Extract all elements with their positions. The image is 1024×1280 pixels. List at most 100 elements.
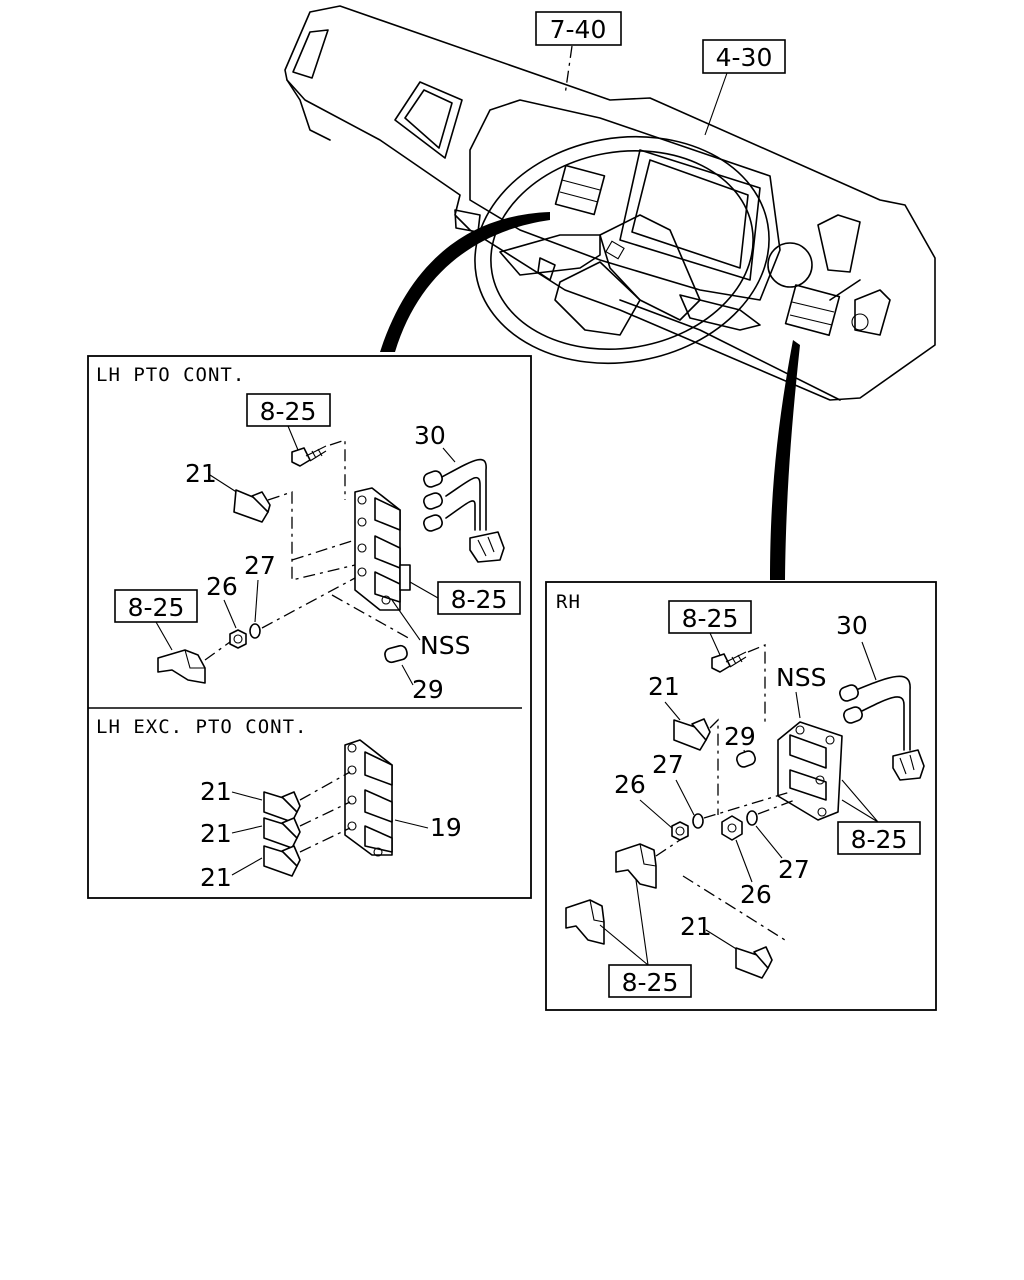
lh-label-nss: NSS [420,631,470,660]
leader [254,579,259,623]
rh-panel-frame [545,581,937,1011]
clip-guide [267,491,356,581]
callout-lh [380,212,550,352]
ref-label: 4-30 [716,43,773,72]
rh-label-29: 29 [724,722,756,751]
screw-icon [711,651,747,673]
lh-ref-knob-box [114,589,198,623]
clip-icon [735,946,773,979]
rh-label-27a: 27 [652,750,684,779]
nut-guide [757,799,796,815]
knob-icon [565,899,605,945]
lh-label-26: 26 [206,572,238,601]
clip-guide [709,718,719,815]
leader [841,779,879,823]
clip-icon [673,718,711,751]
leader [401,664,414,686]
lh-ref-screw: 8-25 [260,397,317,426]
leader [231,825,263,834]
leader [705,929,739,951]
harness-icon [423,458,505,563]
rh-label-nss: NSS [776,663,826,692]
leader [755,825,783,859]
rh-label-21a: 21 [648,672,680,701]
lh-ref-knob: 8-25 [128,593,185,622]
leader [709,632,721,656]
knob-icon [615,843,657,889]
rh-ref-knobs-box [608,964,692,998]
rh-label-21b: 21 [680,912,712,941]
lh-exc-label-21a: 21 [200,777,232,806]
rh-panel-title: RH [556,591,581,613]
callout-rh [770,340,800,580]
lh-panel-frame [87,355,532,899]
nut-guide [261,577,356,629]
harness-icon [839,675,925,781]
lh-ref-screw-box [246,393,331,427]
ref-label: 7-40 [550,15,607,44]
knob-guide [682,875,786,941]
leader-4-30 [704,72,728,136]
leader [442,447,456,463]
lh-panel: LH PTO CONT. 8-25 21 [87,355,532,899]
lh-exc-label-21b: 21 [200,819,232,848]
leader [409,581,439,599]
nut-icon [671,821,689,841]
leader [735,839,753,883]
screw-icon [291,445,327,467]
bracket-19-icon [344,739,393,857]
knob-guide [655,839,681,857]
leader [675,779,695,816]
rh-label-30: 30 [836,611,868,640]
dash-ref-4-30: 4-30 [702,39,786,74]
nut-icon [229,629,247,649]
leader [231,857,263,876]
leader [394,819,429,829]
lh-label-21: 21 [185,459,217,488]
dash-ref-7-40: 7-40 [535,11,622,46]
rh-ref-screw: 8-25 [682,604,739,633]
plug-29-icon [736,750,756,768]
clip-icon [233,489,271,523]
washer-icon [249,623,261,639]
nut-guide [703,791,791,819]
lh-sub-title: LH EXC. PTO CONT. [96,716,307,738]
washer-icon [692,813,704,829]
clip-guide [291,539,356,561]
leader [639,799,673,829]
leader [599,879,649,966]
leader [287,425,299,451]
lh-exc-label-21c: 21 [200,863,232,892]
bracket-icon [354,487,411,611]
rh-label-26b: 26 [740,880,772,909]
nut-icon [721,815,743,841]
leader [664,701,681,721]
leader [209,474,239,494]
lh-label-30: 30 [414,421,446,450]
lh-ref-bracket: 8-25 [451,585,508,614]
leader [861,641,877,681]
rh-ref-bracket: 8-25 [851,825,908,854]
rh-ref-knobs: 8-25 [622,968,679,997]
rh-ref-bracket-box [837,821,921,855]
bracket-icon [777,721,843,821]
leader [231,791,263,801]
washer-icon [746,810,758,826]
rh-label-26a: 26 [614,770,646,799]
lh-exc-label-19: 19 [430,813,462,842]
clip-icon [263,791,301,877]
nss-guide [331,594,413,641]
leader-7-40 [564,45,573,96]
leader [223,599,237,629]
plug-29-icon [384,644,408,664]
leader [155,621,173,651]
leader [795,691,801,719]
lh-label-27: 27 [244,551,276,580]
knob-guide [204,641,231,661]
knob-icon [157,649,206,684]
rh-label-27b: 27 [778,855,810,884]
lh-panel-title: LH PTO CONT. [96,364,245,386]
rh-panel: RH 8-25 NSS 30 [545,581,937,1011]
lh-label-29: 29 [412,675,444,704]
